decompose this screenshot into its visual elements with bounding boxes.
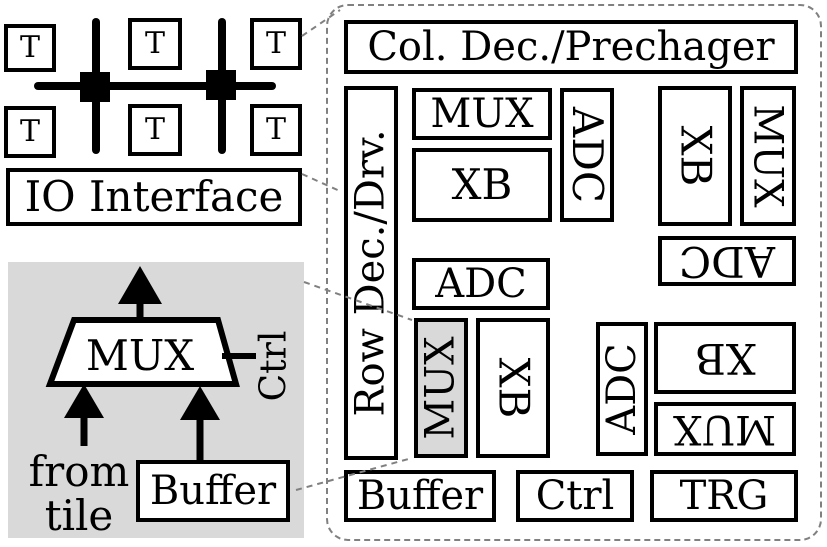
tile-box-2: T (128, 18, 182, 70)
from-tile-label: from tile (28, 447, 130, 540)
pe-trg-box: TRG (650, 470, 798, 522)
pe-adc-1: ADC (560, 88, 614, 222)
pe-adc-2: ADC (658, 236, 796, 286)
pe-adc-3: ADC (412, 258, 550, 310)
pe-mux-3: MUX (414, 318, 468, 458)
from-tile-arrow (64, 384, 104, 418)
router-mux-shape (45, 317, 240, 387)
buffer-to-mux-arrow (180, 386, 220, 420)
router-mux-label: MUX (86, 331, 194, 380)
tile-box-6: T (250, 104, 302, 156)
tile-box-5: T (128, 104, 182, 156)
router-buffer-box: Buffer (136, 460, 290, 522)
pe-outline (326, 4, 822, 541)
tile-routing-network (34, 18, 276, 154)
col-decoder-box: Col. Dec./Prechager (344, 20, 798, 74)
zoom-lines (295, 9, 413, 491)
pe-xb-4: XB (654, 322, 796, 394)
row-decoder-box: Row Dec./Drv. (344, 86, 398, 460)
mux-output-arrow (118, 266, 162, 304)
pe-mux-1: MUX (412, 88, 552, 140)
pe-xb-3: XB (476, 318, 550, 458)
pe-buffer-box: Buffer (344, 470, 496, 522)
pe-xb-2: XB (658, 86, 732, 226)
tile-box-3: T (250, 18, 302, 70)
pe-xb-1: XB (412, 148, 552, 222)
pe-ctrl-box: Ctrl (516, 470, 634, 522)
io-interface-box: IO Interface (6, 168, 302, 226)
tile-box-1: T (4, 24, 56, 72)
pe-adc-4: ADC (596, 322, 648, 456)
tile-box-4: T (4, 106, 56, 158)
pe-mux-2: MUX (740, 86, 796, 226)
pe-mux-4: MUX (654, 402, 796, 456)
tile-router-node-1 (80, 72, 110, 102)
tile-router-node-2 (206, 70, 236, 100)
